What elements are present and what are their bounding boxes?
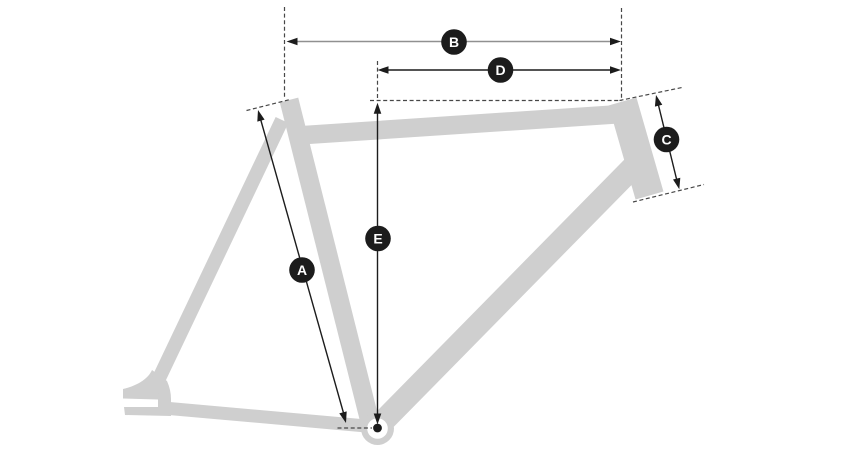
dimension-marker-b: B (441, 29, 467, 55)
marker-c-label: C (661, 132, 671, 148)
arrowhead-icon (257, 110, 265, 122)
arrowhead-icon (377, 66, 389, 74)
arrowhead-icon (610, 37, 621, 46)
extension-line-head-tube-top-diagonal (619, 86, 683, 102)
down-tube (369, 151, 649, 436)
arrowhead-icon (673, 177, 681, 190)
dimension-marker-d: D (487, 57, 514, 83)
seat-stay (146, 116, 289, 395)
extension-lines (246, 7, 705, 429)
dimension-marker-a: A (289, 257, 315, 283)
marker-b-label: B (449, 34, 459, 50)
extension-line-head-tube-bottom-diagonal (632, 183, 705, 203)
arrowhead-icon (610, 66, 621, 74)
marker-a-label: A (297, 262, 307, 278)
marker-e-label: E (373, 231, 382, 247)
bottom-bracket-center-dot (373, 423, 382, 433)
marker-d-label: D (495, 62, 505, 78)
extension-line-seat-tube-top-diagonal (246, 98, 291, 112)
dimension-marker-e: E (365, 225, 391, 252)
marker-b-circle (441, 29, 467, 55)
head-tube (608, 97, 664, 200)
frame-silhouette (123, 97, 664, 445)
marker-d-circle (487, 57, 514, 83)
chain-stay (157, 401, 379, 434)
arrowhead-icon (286, 37, 298, 46)
arrowhead-icon (654, 95, 663, 107)
marker-c-circle (653, 126, 680, 153)
dimension-marker-c: C (653, 126, 680, 153)
seat-tube (279, 97, 381, 429)
arrowhead-icon (373, 102, 382, 114)
top-tube (304, 104, 623, 145)
marker-e-circle (365, 225, 391, 252)
marker-a-circle (289, 257, 315, 283)
dimension-e (373, 102, 382, 425)
arrowhead-icon (373, 413, 382, 425)
arrowhead-icon (339, 411, 347, 423)
